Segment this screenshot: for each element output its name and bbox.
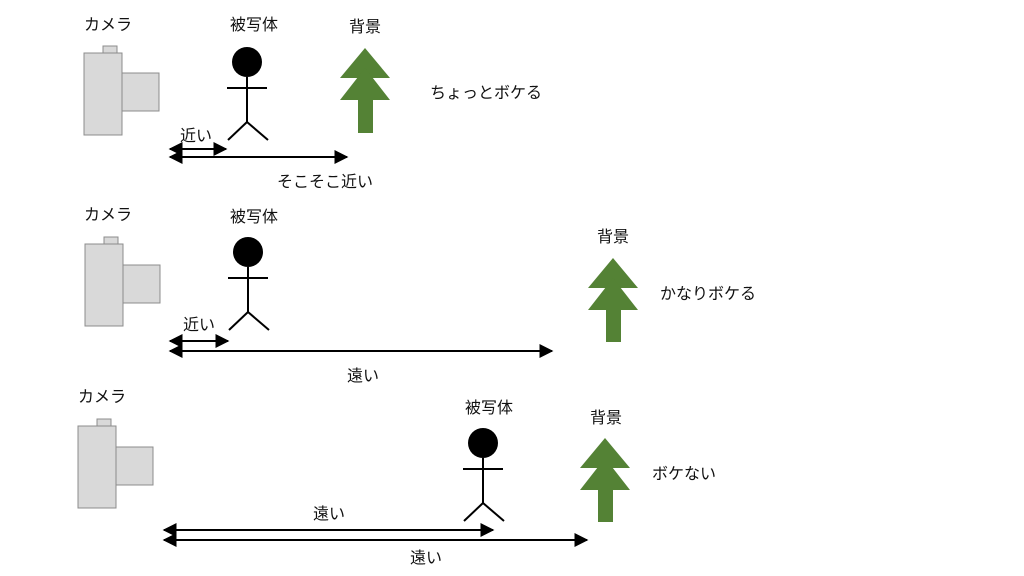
subject-label: 被写体 — [230, 15, 278, 34]
blur-result-text: かなりボケる — [660, 284, 756, 303]
camera-label: カメラ — [84, 205, 132, 224]
blur-result-text: ボケない — [652, 464, 716, 483]
distance-label-background: そこそこ近い — [277, 172, 373, 191]
background-label: 背景 — [597, 227, 629, 246]
stick-figure-icon — [228, 237, 270, 331]
tree-icon — [580, 438, 630, 522]
panel-3: カメラ 被写体 背景 ボケない 遠い 遠い — [77, 387, 716, 567]
stick-figure-icon — [463, 428, 505, 522]
subject-label: 被写体 — [230, 207, 278, 226]
subject-label: 被写体 — [465, 398, 513, 417]
blur-result-text: ちょっとボケる — [430, 83, 542, 102]
tree-icon — [588, 258, 638, 342]
camera-icon — [77, 418, 154, 509]
distance-label-subject: 近い — [180, 126, 212, 145]
distance-label-background: 遠い — [347, 366, 379, 385]
camera-icon — [83, 45, 160, 136]
tree-icon — [340, 48, 390, 133]
camera-label: カメラ — [84, 15, 132, 34]
camera-label: カメラ — [78, 387, 126, 406]
background-label: 背景 — [349, 17, 381, 36]
stick-figure-icon — [227, 47, 269, 141]
distance-label-subject: 遠い — [313, 504, 345, 523]
distance-label-background: 遠い — [410, 548, 442, 567]
distance-label-subject: 近い — [183, 315, 215, 334]
panel-2: カメラ 被写体 背景 かなりボケる 近い 遠い — [84, 205, 756, 385]
camera-icon — [84, 236, 161, 327]
background-label: 背景 — [590, 408, 622, 427]
panel-1: カメラ 被写体 背景 ちょっとボケる 近い そこそこ近い — [83, 15, 542, 191]
